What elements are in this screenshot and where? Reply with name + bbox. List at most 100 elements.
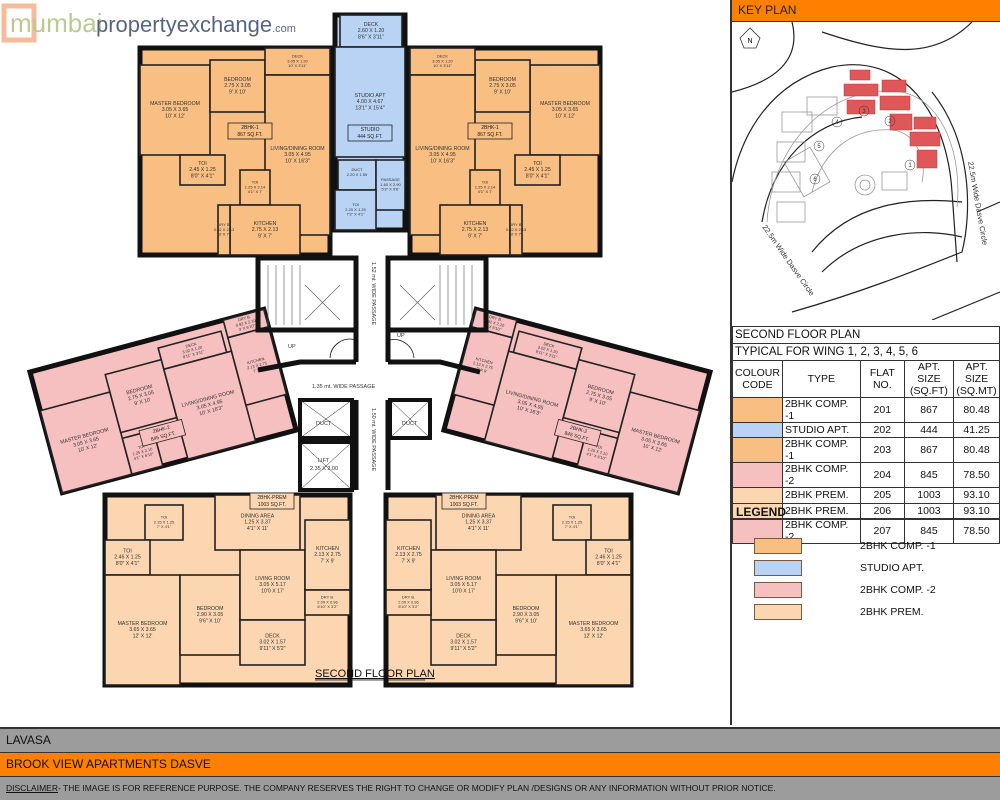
road-label-right: 22.5m Wide Dasve Circle — [966, 161, 990, 246]
colour-swatch — [732, 462, 783, 489]
room-name: TOI — [252, 180, 259, 185]
room — [430, 619, 497, 666]
room-dimension-ft: 9'6" X 10' — [515, 618, 537, 624]
room-name: KITCHEN — [254, 221, 277, 227]
legend-swatch — [754, 604, 802, 620]
room-dimension-ft: 7'3" X 4'1" — [346, 212, 365, 217]
unit-type-label: 2BHK-2 — [152, 425, 171, 435]
passage-lower-label: 1.50 mt. WIDE PASSAGE — [370, 408, 376, 471]
room-dimension-m: 3.05 X 5.17 — [259, 582, 286, 588]
room-name: MASTER BEDROOM — [150, 101, 200, 107]
room-name: MASTER BEDROOM — [540, 101, 590, 107]
stair-up-label: UP — [288, 344, 296, 350]
room-name: KITCHEN — [397, 546, 420, 552]
cell-flat: 206 — [859, 502, 905, 519]
room-name: BEDROOM — [489, 77, 516, 83]
info-panel: KEY PLAN — [730, 0, 1000, 725]
unit-type-label: 2BHK-1 — [481, 125, 499, 131]
legend-label: STUDIO APT. — [860, 562, 925, 574]
cell-flat: 204 — [859, 462, 905, 489]
room-dimension-m: 1.25 X 3.37 — [465, 520, 492, 526]
room-name: MASTER BEDROOM — [118, 621, 168, 627]
room — [552, 504, 592, 541]
room-name: KITCHEN — [475, 356, 493, 365]
room-dimension-m: 0.92 X 2.13 — [214, 227, 235, 232]
room-dimension-m: 2.60 X 1.20 — [358, 28, 385, 34]
room-name: DRY B. — [509, 222, 522, 227]
svg-text:2: 2 — [888, 119, 892, 125]
room-dimension-ft: 8'0" X 4'1" — [526, 173, 550, 179]
room — [339, 14, 403, 48]
building-core — [255, 255, 489, 492]
key-plan-map: 1 2 3 4 5 6 N 22.5m Wide Dasve Circle 22… — [732, 22, 1000, 320]
room-name: DINING AREA — [241, 513, 275, 519]
watermark: mumbai propertyexchange.com — [1, 3, 296, 43]
stair-up-label-right: UP — [397, 333, 405, 339]
room-name: DECK — [185, 341, 197, 349]
room-dimension-ft: 10' X 12' — [165, 113, 185, 119]
room — [139, 64, 211, 156]
room — [179, 574, 241, 656]
room-name: TOI — [161, 515, 168, 520]
room-name: TOI — [595, 444, 603, 451]
room-dimension-ft: 4'1" X 7' — [248, 189, 263, 194]
room-dimension-ft: 7' X 9' — [476, 366, 488, 374]
room — [209, 59, 266, 113]
column-header: COLOUR CODE — [732, 360, 783, 398]
cell-sqft: 1003 — [903, 487, 955, 504]
disclaimer-label: DISCLAIMER — [6, 783, 58, 793]
room-name: DRY B. — [402, 595, 415, 600]
room-dimension-ft: 9' X 7' — [258, 233, 272, 239]
watermark-line2: propertyexchange — [96, 12, 272, 37]
wing-label-4: 4 — [831, 116, 843, 128]
cell-type: 2BHK COMP. -1 — [781, 437, 861, 464]
room-dimension-ft: 3' X 7' — [511, 232, 522, 237]
room — [239, 169, 271, 206]
room-dimension-m: 3.05 X 1.20 — [432, 58, 453, 63]
watermark-suffix: .com — [272, 23, 296, 35]
room-dimension-ft: 9' X 10' — [229, 89, 246, 95]
room-dimension-ft: 9' X 10' — [494, 89, 511, 95]
room-name: LIVING/DINING ROOM — [415, 146, 469, 152]
duct-label: DUCT — [316, 421, 332, 427]
room-dimension-m: 2.09 X 0.96 — [398, 599, 419, 604]
key-plan-header: KEY PLAN — [732, 0, 1000, 22]
room-dimension-m: 2.45 X 1.25 — [524, 167, 551, 173]
room-dimension-m: 3.02 X 1.57 — [259, 640, 286, 646]
legend-swatch — [754, 582, 802, 598]
cell-sqmt: 78.50 — [953, 517, 1000, 544]
wing-label-6: 6 — [809, 173, 821, 185]
plan-title: SECOND FLOOR PLAN — [315, 668, 435, 680]
cell-flat: 205 — [859, 487, 905, 504]
room-dimension-ft: 10' X 12' — [77, 443, 98, 454]
room-dimension-ft: 4'1" X 11' — [247, 526, 268, 532]
room-dimension-m: 1.25 X 3.37 — [244, 520, 271, 526]
room-dimension-m: 2.90 X 3.05 — [513, 612, 540, 618]
cell-sqmt: 93.10 — [953, 487, 1000, 504]
room-name: DECK — [456, 633, 471, 639]
room-dimension-ft: 4'1" X 6'10" — [586, 451, 608, 461]
passage-horizontal-label: 1.35 mt. WIDE PASSAGE — [312, 384, 375, 390]
room-name: TOI — [569, 515, 576, 520]
room-dimension-ft: 7' X 4'1" — [157, 524, 172, 529]
cell-sqft: 867 — [903, 397, 955, 423]
svg-text:N: N — [747, 38, 752, 45]
colour-swatch — [732, 397, 783, 423]
room-dimension-m: 2.46 X 1.25 — [595, 555, 622, 561]
room-dimension-m: 1.25 X 2.10 — [587, 446, 609, 456]
unit-area-label: 867 SQ.FT. — [237, 132, 262, 138]
room-name: TOI — [533, 161, 542, 167]
unit-type-label: STUDIO — [361, 127, 380, 133]
svg-text:3: 3 — [862, 109, 866, 115]
cell-type: 2BHK COMP. -1 — [781, 397, 861, 423]
